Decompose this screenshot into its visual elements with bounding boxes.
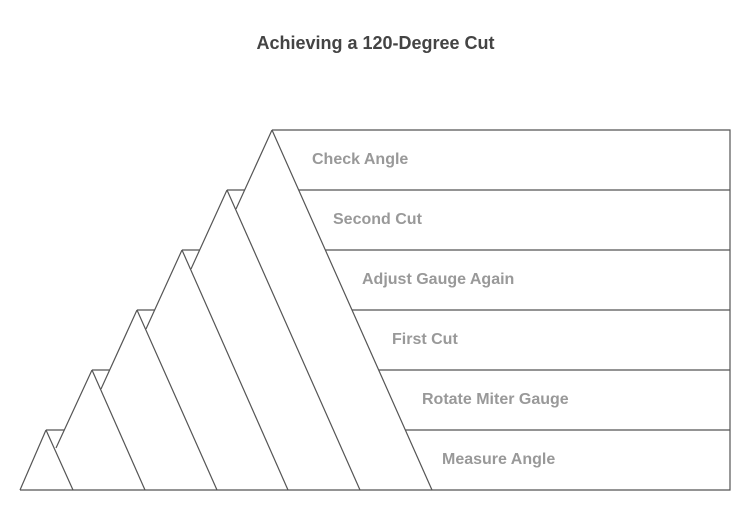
triangle-step-2 (55, 369, 146, 491)
step-label-first-cut: First Cut (392, 331, 458, 348)
triangle-step-3 (100, 309, 218, 491)
step-label-measure-angle: Measure Angle (442, 451, 556, 468)
step-label-adjust-gauge-again: Adjust Gauge Again (362, 271, 515, 288)
triangle-step-5 (190, 189, 361, 491)
step-label-rotate-miter-gauge: Rotate Miter Gauge (422, 391, 569, 408)
step-label-second-cut: Second Cut (333, 211, 422, 228)
diagram-title: Achieving a 120-Degree Cut (256, 33, 495, 53)
step-label-check-angle: Check Angle (312, 151, 409, 168)
triangle-step-4 (145, 249, 289, 491)
triangle-step-6 (235, 129, 433, 491)
triangle-step-1 (19, 429, 74, 491)
